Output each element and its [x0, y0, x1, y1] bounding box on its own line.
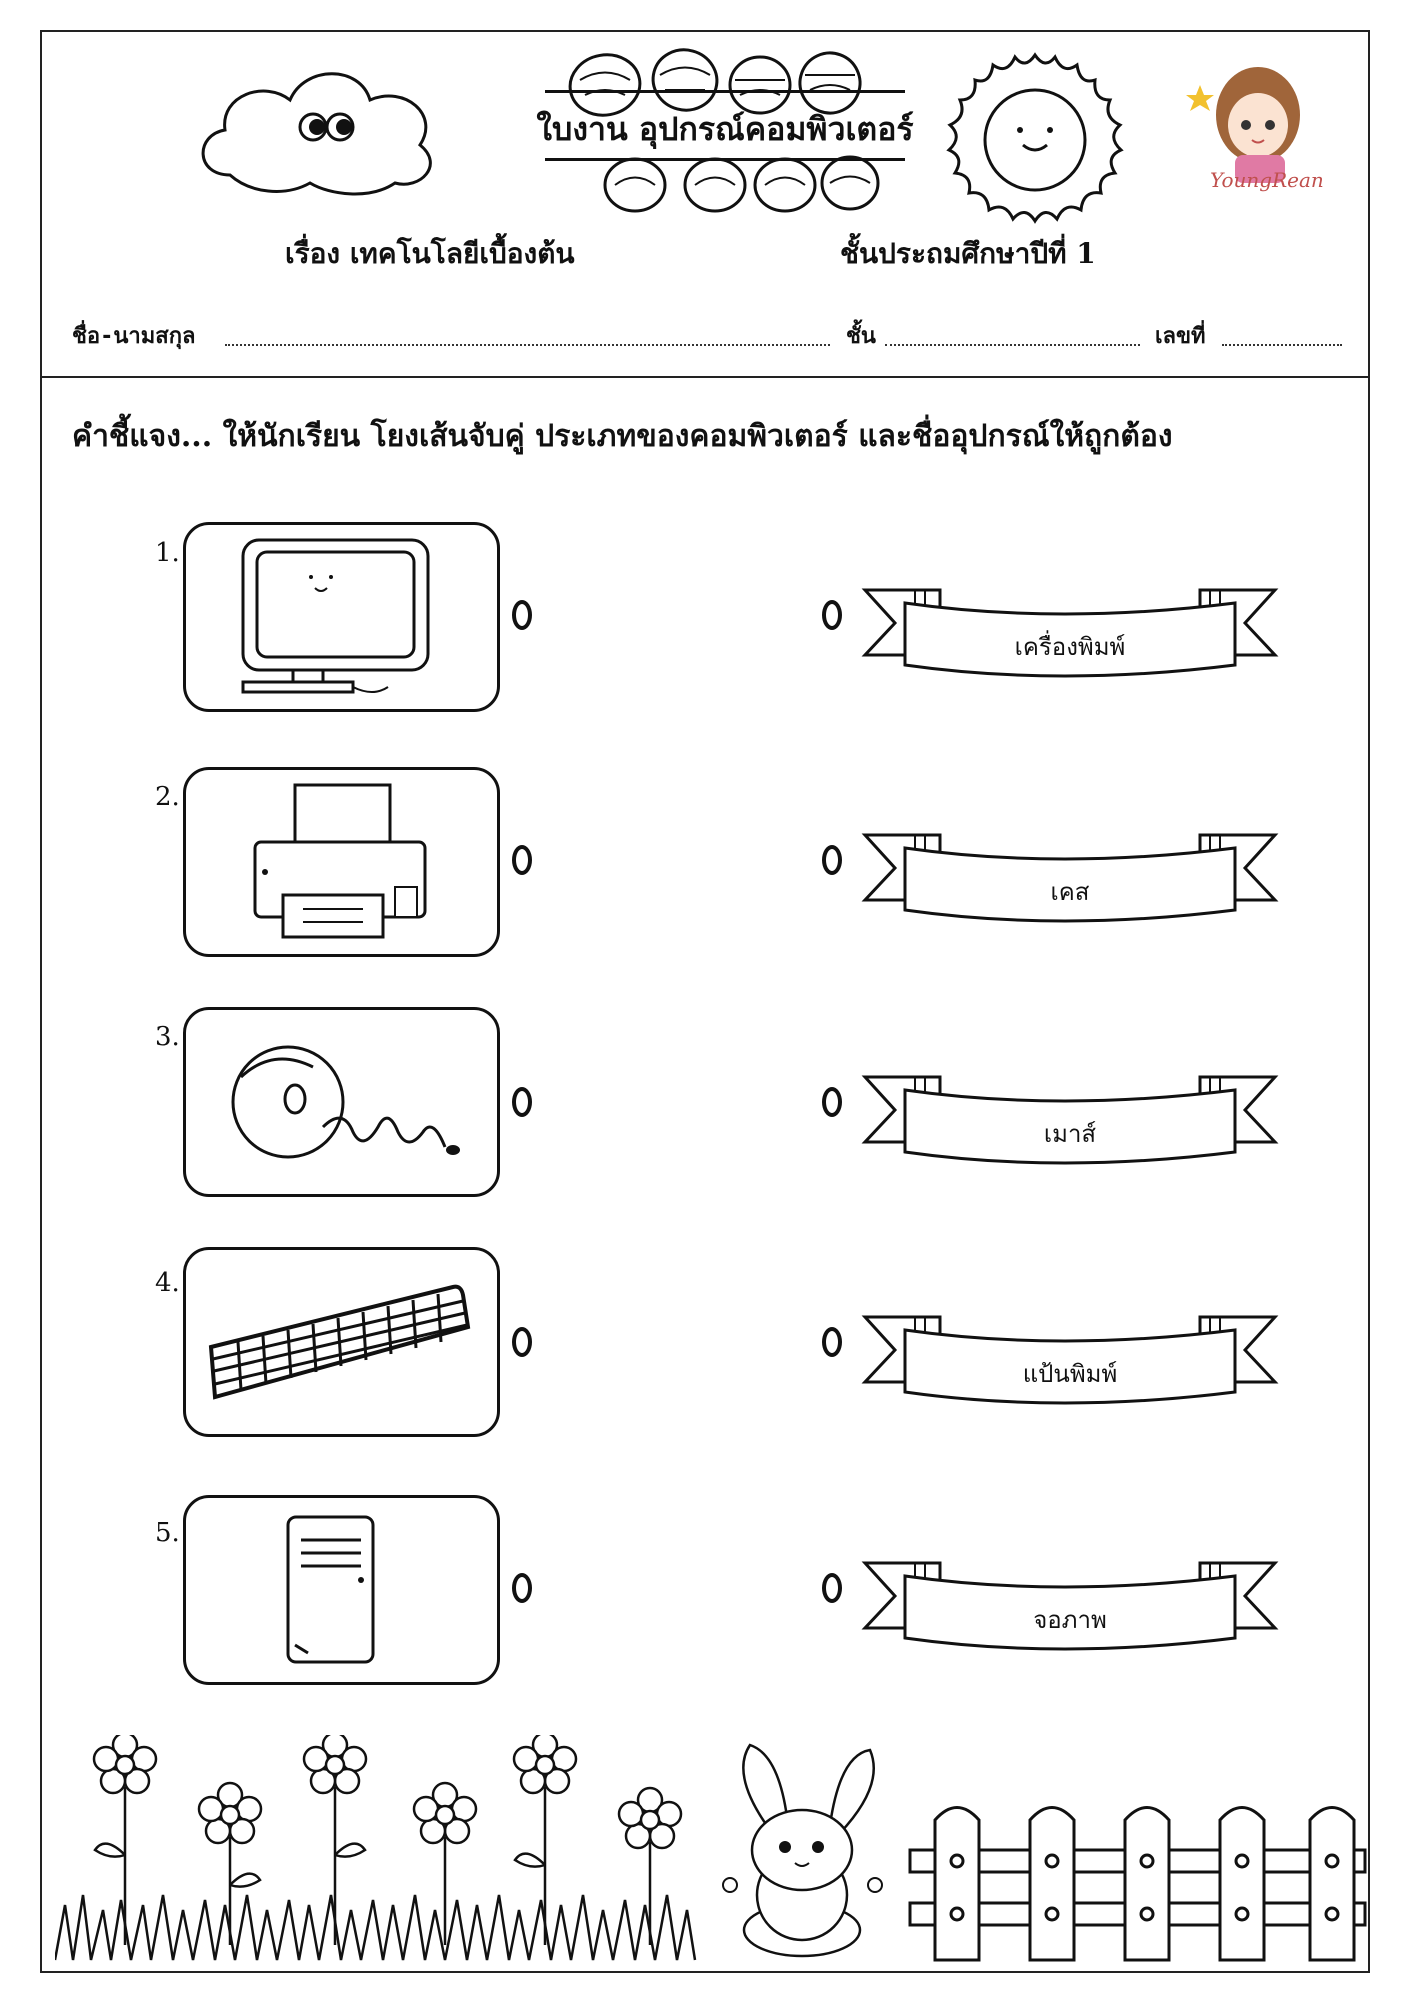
answer-banner: เครื่องพิมพ์	[860, 585, 1280, 695]
header-divider	[40, 376, 1370, 378]
logo-text: YoungRean	[1210, 168, 1324, 192]
match-dot-left[interactable]	[512, 600, 532, 630]
picture-card-5	[183, 1495, 500, 1685]
instruction-text: คำชี้แจง... ให้นักเรียน โยงเส้นจับคู่ ปร…	[72, 419, 1173, 454]
name-field[interactable]	[225, 344, 830, 346]
picture-card-1	[183, 522, 500, 712]
answer-banner: แป้นพิมพ์	[860, 1312, 1280, 1422]
answer-label: แป้นพิมพ์	[1022, 1361, 1118, 1388]
answer-label: เครื่องพิมพ์	[1014, 634, 1126, 661]
item-number: 5.	[155, 1518, 180, 1548]
bunny-icon	[722, 1743, 883, 1958]
match-dot-right[interactable]	[822, 845, 842, 875]
match-dot-left[interactable]	[512, 1573, 532, 1603]
picture-card-4	[183, 1247, 500, 1437]
number-field[interactable]	[1222, 344, 1342, 346]
match-dot-right[interactable]	[822, 1573, 842, 1603]
match-dot-left[interactable]	[512, 845, 532, 875]
picture-card-3	[183, 1007, 500, 1197]
printer-icon	[253, 783, 427, 939]
worksheet-frame	[40, 30, 1370, 1973]
class-field[interactable]	[885, 344, 1140, 346]
flowers-grass-decoration	[55, 1735, 697, 1961]
subject-label: เรื่อง เทคโนโลยีเบื้องต้น	[285, 237, 575, 270]
sun-icon	[946, 52, 1124, 224]
answer-banner: เมาส์	[860, 1072, 1280, 1182]
item-number: 1.	[155, 538, 180, 568]
answer-banner: จอภาพ	[860, 1558, 1280, 1668]
page-title: ใบงาน อุปกรณ์คอมพิวเตอร์	[536, 110, 914, 148]
match-dot-right[interactable]	[822, 1087, 842, 1117]
item-number: 2.	[155, 782, 180, 812]
match-dot-right[interactable]	[822, 600, 842, 630]
fence-decoration	[908, 1806, 1367, 1962]
name-label: ชื่อ-นามสกุล	[72, 324, 196, 349]
item-number: 4.	[155, 1268, 180, 1298]
match-dot-left[interactable]	[512, 1087, 532, 1117]
monitor-icon	[241, 538, 430, 694]
match-dot-left[interactable]	[512, 1327, 532, 1357]
keyboard-icon	[208, 1284, 471, 1400]
class-label: ชั้น	[846, 324, 876, 349]
answer-label: เมาส์	[1043, 1121, 1097, 1148]
grade-label: ชั้นประถมศึกษาปีที่ 1	[840, 237, 1096, 270]
item-number: 3.	[155, 1022, 180, 1052]
cloud-icon	[201, 72, 432, 196]
teacher-avatar-logo	[1186, 67, 1300, 183]
answer-label: เคส	[1050, 879, 1090, 906]
title-rule-bottom	[545, 158, 905, 161]
computer-case-icon	[286, 1515, 375, 1664]
answer-banner: เคส	[860, 830, 1280, 940]
number-label: เลขที่	[1155, 324, 1206, 349]
answer-label: จอภาพ	[1033, 1607, 1107, 1634]
match-dot-right[interactable]	[822, 1327, 842, 1357]
title-rule-top	[545, 90, 905, 93]
picture-card-2	[183, 767, 500, 957]
mouse-icon	[231, 1045, 460, 1159]
